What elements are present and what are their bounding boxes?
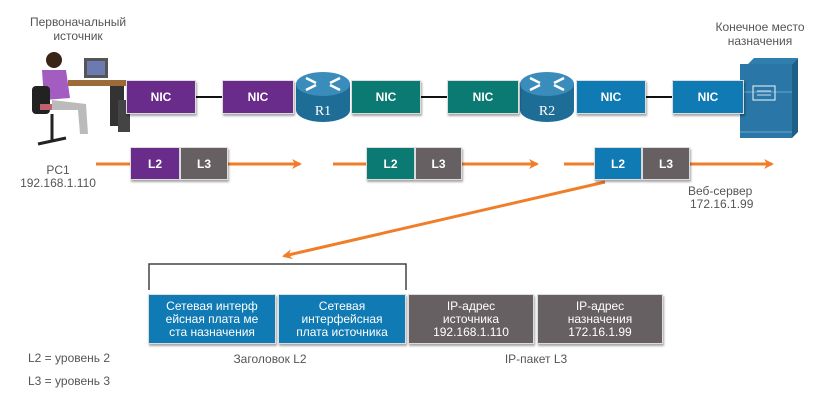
nic-r2-in: NIC <box>447 80 519 114</box>
nic-r2-out: NIC <box>576 80 646 114</box>
nic-r1-out: NIC <box>351 80 421 114</box>
l2-src-nic-field: Сетевая интерфейсная плата источника <box>278 294 406 344</box>
l2-bracket <box>148 263 407 290</box>
router-r1: R1 <box>294 68 352 126</box>
nic-server: NIC <box>672 80 744 114</box>
frame-3-l3: L3 <box>642 147 690 180</box>
source-title: Первоначальный источник <box>29 15 127 43</box>
nic-pc1: NIC <box>126 80 196 114</box>
expand-arrow <box>282 180 606 260</box>
destination-title: Конечное место назначения <box>715 20 805 48</box>
nic-r1-in: NIC <box>222 80 294 114</box>
server-icon <box>740 58 798 142</box>
l3-packet-caption: IP-пакет L3 <box>504 352 568 366</box>
frame-1-l3: L3 <box>180 147 228 180</box>
router-label: R2 <box>538 104 556 119</box>
router-r2: R2 <box>518 68 576 126</box>
frame-2-l3: L3 <box>415 147 462 180</box>
frame-1-l2: L2 <box>130 147 180 180</box>
source-name: PC1 <box>46 163 70 177</box>
source-ip: 192.168.1.110 <box>20 176 96 190</box>
l2-header-caption: Заголовок L2 <box>233 352 307 366</box>
destination-ip: 172.16.1.99 <box>690 197 754 211</box>
legend-l3: L3 = уровень 3 <box>28 374 111 388</box>
l2-dest-nic-field: Сетевая интерф ейсная плата ме ста назна… <box>148 294 276 344</box>
frame-3-l2: L2 <box>594 147 642 180</box>
frame-2-l2: L2 <box>366 147 415 180</box>
l3-dest-ip-field: IP-адрес назначения 172.16.1.99 <box>537 294 663 344</box>
pc-user-icon <box>22 48 130 153</box>
router-label: R1 <box>314 104 332 119</box>
destination-name: Веб-сервер <box>688 184 753 198</box>
legend-l2: L2 = уровень 2 <box>28 351 111 365</box>
l3-src-ip-field: IP-адрес источника 192.168.1.110 <box>408 294 534 344</box>
